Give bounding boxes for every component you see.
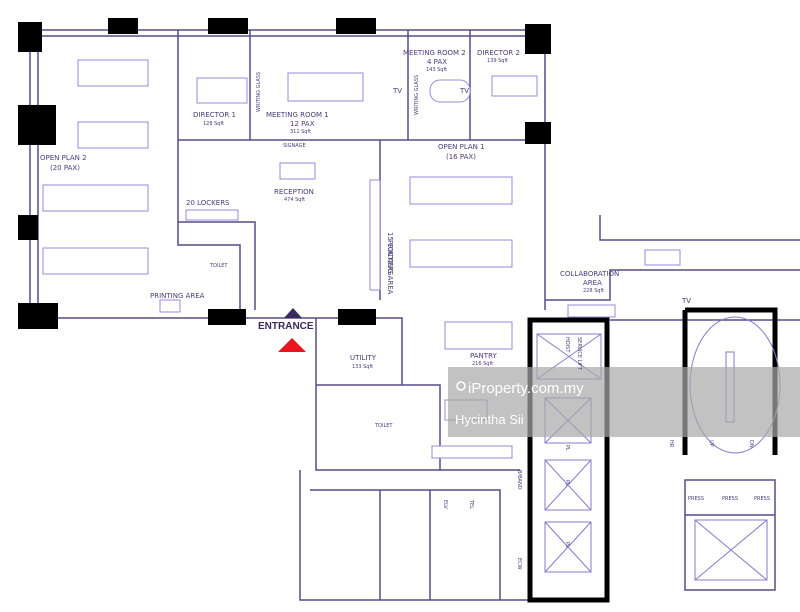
structural-columns (18, 18, 551, 329)
collaboration-area: 228 Sqft (583, 288, 604, 294)
room-labels: OPEN PLAN 2 (20 PAX) DIRECTOR 1 128 Sqft… (40, 49, 770, 570)
open-plan-2-label: OPEN PLAN 2 (40, 154, 87, 162)
service-lift-label: SERVICE LIFT (576, 337, 582, 371)
watermark: iProperty.com.my Hycintha Sii (448, 367, 800, 437)
press-label-1: PRESS (688, 496, 704, 502)
ecw-label: ECW (516, 558, 522, 570)
meeting-room-1-area: 311 Sqft (290, 129, 311, 135)
lift-label-2: PL (564, 480, 570, 486)
writing-glass-label-2: WRITING GLASS (414, 75, 420, 115)
director-1-area: 128 Sqft (203, 121, 224, 127)
lift-label-1: PL (564, 445, 570, 451)
signage-label: SIGNAGE (283, 143, 306, 149)
toilet-label-2: TOILET (374, 423, 393, 429)
meeting-room-2-area: 143 Sqft (426, 67, 447, 73)
hr-label: HR (668, 440, 674, 448)
furniture (42, 59, 681, 459)
director-2-area: 139 Sqft (487, 58, 508, 64)
lockers-20-label: 20 LOCKERS (186, 199, 230, 207)
stair-down-label: DN (748, 440, 754, 448)
location-pin-icon (456, 381, 466, 391)
collaboration-label-2: AREA (583, 279, 602, 287)
riser-label: B/BAND (516, 470, 522, 490)
director-1-label: DIRECTOR 1 (193, 111, 236, 119)
lockers-15-label: 15 LOCKERS (386, 232, 394, 276)
stair-up-label: UP (708, 440, 714, 447)
tv-label-2: TV (459, 87, 469, 95)
meeting-room-1-pax: 12 PAX (290, 120, 315, 128)
toilet-label-1: TOILET (209, 263, 228, 269)
press-label-3: PRESS (754, 496, 770, 502)
pantry-label: PANTRY (470, 352, 497, 360)
meeting-room-2-pax: 4 PAX (427, 58, 447, 66)
printing-area-label-1: PRINTING AREA (150, 292, 205, 300)
entrance-marker (278, 338, 306, 352)
utility-area: 133 Sqft (352, 364, 373, 370)
elv-label: ELV (442, 500, 448, 509)
meeting-room-2-label: MEETING ROOM 2 (403, 49, 466, 57)
hoist-label: HOIST (564, 337, 570, 353)
open-plan-1-pax: (16 PAX) (446, 153, 476, 161)
entrance-label: ENTRANCE (258, 321, 314, 332)
meeting-room-1-label: MEETING ROOM 1 (266, 111, 329, 119)
watermark-site: iProperty.com.my (468, 380, 584, 397)
watermark-agent: Hycintha Sii (455, 412, 524, 427)
writing-glass-label-1: WRITING GLASS (256, 72, 262, 112)
tv-label-3: TV (681, 297, 691, 305)
reception-area: 474 Sqft (284, 197, 305, 203)
printing-area-label-2: PRINTING AREA (386, 240, 394, 295)
tel-label: TEL (468, 499, 474, 509)
collaboration-label: COLLABORATION (560, 270, 619, 278)
press-label-2: PRESS (722, 496, 738, 502)
open-plan-1-label: OPEN PLAN 1 (438, 143, 485, 151)
pantry-area: 216 Sqft (472, 361, 493, 367)
director-2-label: DIRECTOR 2 (477, 49, 520, 57)
reception-label: RECEPTION (274, 188, 314, 196)
lift-label-3: PL (564, 542, 570, 548)
open-plan-2-pax: (20 PAX) (50, 164, 80, 172)
tv-label-1: TV (392, 87, 402, 95)
entrance-arrow-icon (284, 308, 302, 318)
utility-label: UTILITY (350, 354, 377, 362)
lift-core (527, 307, 781, 603)
